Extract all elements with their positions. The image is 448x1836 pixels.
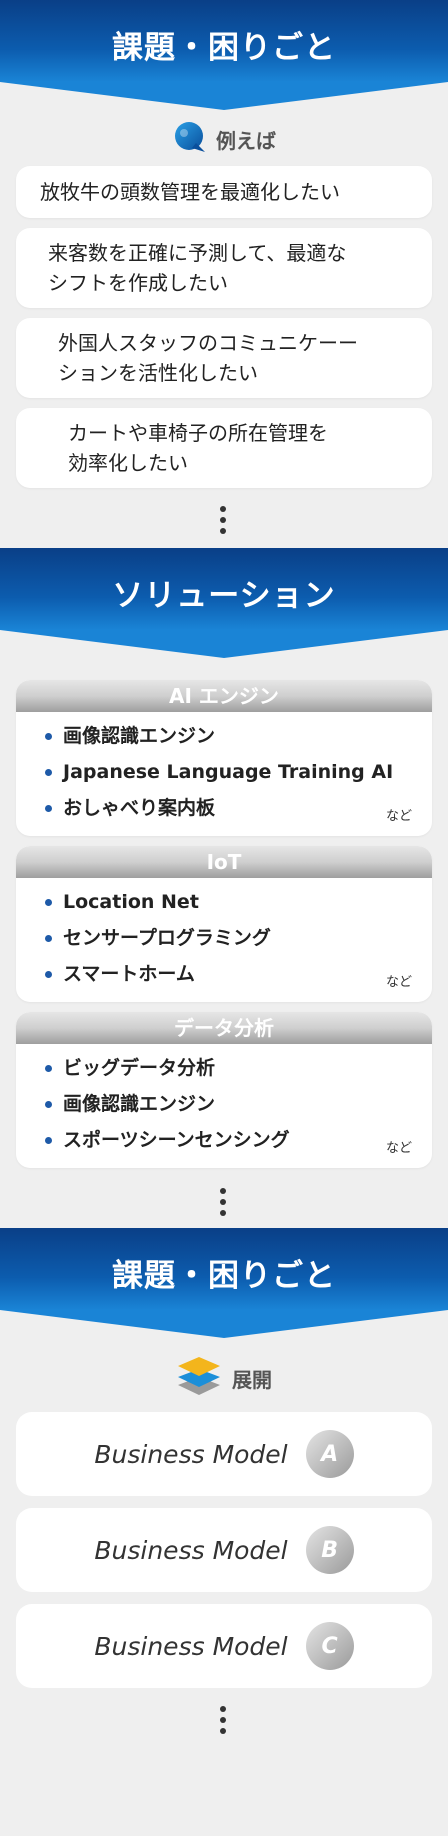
solution-item: Japanese Language Training AI [16, 754, 432, 790]
business-model-card[interactable]: Business Model C [16, 1604, 432, 1688]
solution-item: スポーツシーンセンシング [16, 1122, 432, 1158]
problem-card: 外国人スタッフのコミュニケーー ションを活性化したい [16, 318, 432, 398]
solution-groups: AI エンジン 画像認識エンジン Japanese Language Train… [0, 680, 448, 1168]
business-model-card[interactable]: Business Model B [16, 1508, 432, 1592]
solution-group-header: データ分析 [16, 1012, 432, 1044]
problem-text-line: ションを活性化したい [58, 361, 258, 385]
problem-text-line: 来客数を正確に予測して、最適な [48, 241, 347, 265]
problem-text-line: シフトを作成したい [48, 271, 228, 295]
layers-stack-icon [176, 1355, 222, 1402]
solution-group: IoT Location Net センサープログラミング スマートホーム など [16, 846, 432, 1002]
deployment-subhead-label: 展開 [232, 1367, 272, 1392]
problem-card: 放牧牛の頭数管理を最適化したい [16, 166, 432, 218]
solution-item: Location Net [16, 884, 432, 920]
solutions-banner: ソリューション [0, 548, 448, 658]
problems-subhead: 例えば [0, 121, 448, 158]
solution-item: 画像認識エンジン [16, 1086, 432, 1122]
problem-text-line: 外国人スタッフのコミュニケーー [58, 331, 358, 355]
vertical-ellipsis-icon [0, 1700, 448, 1744]
solution-item: おしゃべり案内板 [16, 790, 432, 826]
problems-subhead-label: 例えば [216, 128, 276, 153]
deployment-title: 課題・困りごと [112, 1258, 336, 1294]
problem-card: カートや車椅子の所在管理を 効率化したい [16, 408, 432, 488]
problem-text: 放牧牛の頭数管理を最適化したい [40, 180, 340, 204]
problem-list: 放牧牛の頭数管理を最適化したい 来客数を正確に予測して、最適な シフトを作成した… [0, 166, 448, 488]
solution-item: スマートホーム [16, 956, 432, 992]
business-model-card[interactable]: Business Model A [16, 1412, 432, 1496]
vertical-ellipsis-icon [0, 1178, 448, 1228]
solution-group-header: AI エンジン [16, 680, 432, 712]
solution-group: AI エンジン 画像認識エンジン Japanese Language Train… [16, 680, 432, 836]
problems-title: 課題・困りごと [112, 30, 336, 66]
problem-text-line: カートや車椅子の所在管理を [68, 421, 328, 445]
problems-banner: 課題・困りごと [0, 0, 448, 110]
etc-label: など [385, 975, 412, 990]
problem-text-line: 効率化したい [68, 451, 188, 475]
etc-label: など [385, 1141, 412, 1156]
etc-label: など [385, 809, 412, 824]
business-model-label: Business Model [94, 1439, 288, 1469]
speech-bubble-icon [172, 121, 206, 158]
deployment-banner: 課題・困りごと [0, 1228, 448, 1338]
business-model-label: Business Model [94, 1535, 288, 1565]
business-model-badge: A [305, 1430, 354, 1478]
solution-item: 画像認識エンジン [16, 718, 432, 754]
business-model-badge: B [305, 1526, 354, 1574]
solutions-title: ソリューション [112, 578, 336, 614]
business-model-label: Business Model [94, 1631, 288, 1661]
solution-group: データ分析 ビッグデータ分析 画像認識エンジン スポーツシーンセンシング など [16, 1012, 432, 1168]
business-model-list: Business Model A Business Model B Busine… [0, 1412, 448, 1688]
vertical-ellipsis-icon [0, 498, 448, 546]
solution-item: センサープログラミング [16, 920, 432, 956]
problem-card: 来客数を正確に予測して、最適な シフトを作成したい [16, 228, 432, 308]
deployment-subhead: 展開 [0, 1356, 448, 1398]
solution-item: ビッグデータ分析 [16, 1050, 432, 1086]
solution-group-header: IoT [16, 846, 432, 878]
business-model-badge: C [305, 1622, 354, 1670]
